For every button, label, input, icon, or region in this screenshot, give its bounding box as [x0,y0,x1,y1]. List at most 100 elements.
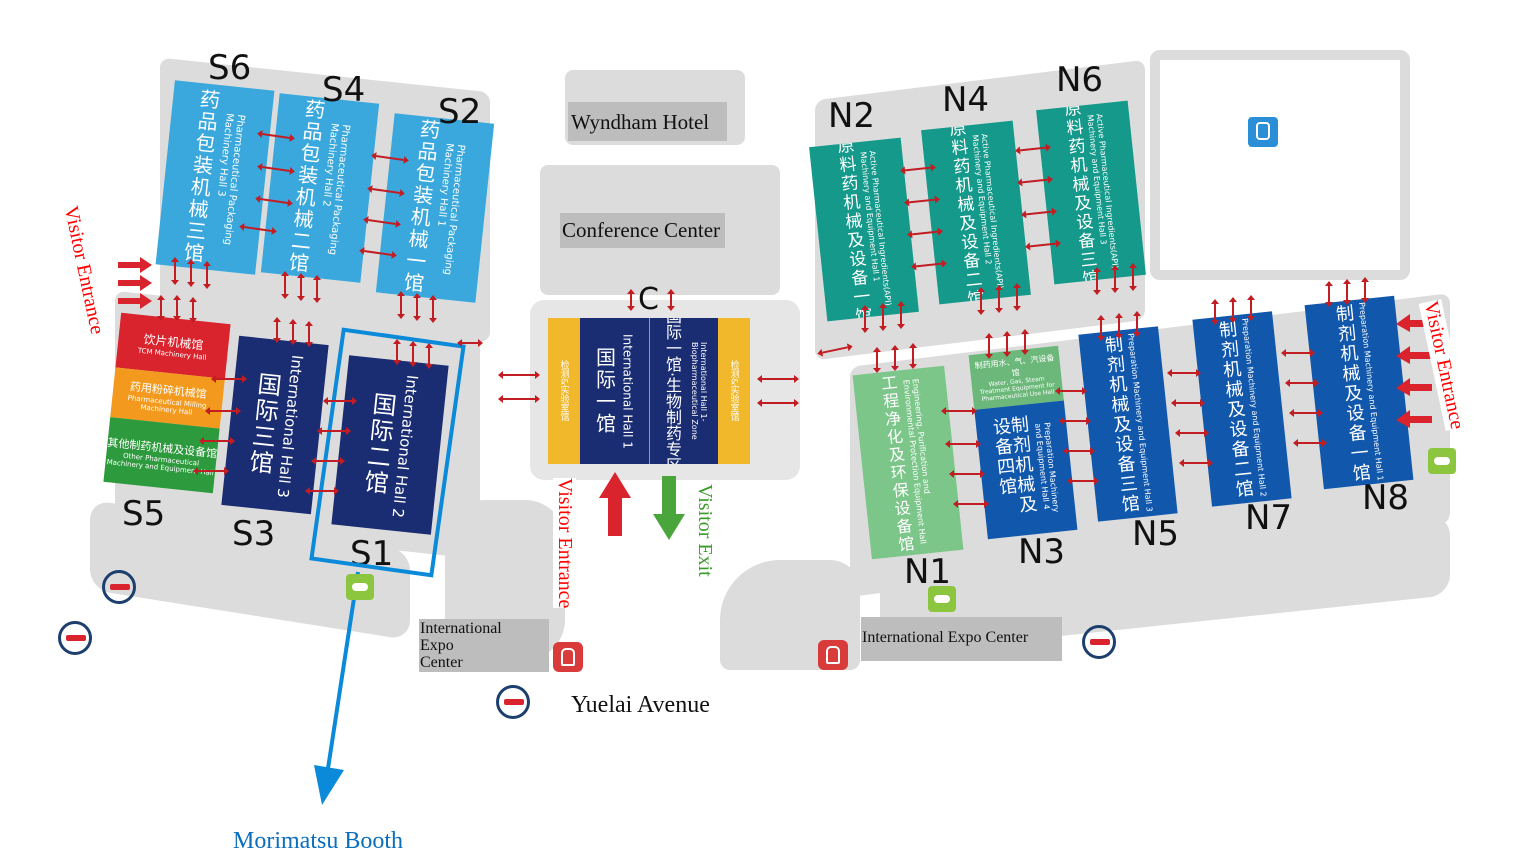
metro-logo-icon[interactable] [496,685,530,719]
corridor-arrow [397,291,405,319]
hall-n3-cn: 制剂机械及设备四馆 [989,414,1039,516]
visitor-entrance-left-arrows [118,257,152,309]
metro-logo-icon[interactable] [1082,625,1116,659]
corridor-arrow [289,319,297,345]
corridor-arrow [1129,263,1137,291]
metro-logo-icon[interactable] [58,621,92,655]
corridor-arrow [1063,447,1095,455]
corridor-arrow [1055,387,1087,395]
booth-callout-arrow [314,571,360,805]
corridor-arrow [1211,299,1219,325]
visitor-entrance-center-arrow [599,472,631,536]
hall-n5-label: N5 [1132,514,1180,554]
car-parking-icon[interactable] [928,586,956,612]
corridor-arrow [187,259,195,287]
corridor-arrow [1325,281,1333,307]
road-label: Yuelai Avenue [571,692,710,718]
hall-s5[interactable]: 饮片机械馆 TCM Machinery Hall 药用粉碎机械馆 Pharmac… [103,312,231,494]
hall-c-label: C [638,282,659,317]
train-station-icon[interactable] [553,642,583,672]
corridor-arrow [1059,417,1091,425]
corridor-arrow [995,285,1003,313]
hall-c-main[interactable]: International Hall 1 国际一馆 [580,318,650,464]
hall-n6[interactable]: Active Pharmaceutical Ingredients(API)Ma… [1036,100,1146,285]
hall-c-bio-zone[interactable]: International Hall 1-Biopharmaceutical Z… [650,318,718,464]
metro-station-left-line-1: International [420,620,502,637]
hall-n6-label: N6 [1056,60,1104,100]
metro-logo-icon[interactable] [102,570,136,604]
hall-s5-label: S5 [122,494,166,534]
visitor-exit-center-arrow [653,476,685,540]
hall-n1-label: N1 [904,552,952,592]
corridor-arrow [317,427,351,435]
corridor-arrow [861,305,869,333]
hall-n3-water-gas-steam[interactable]: 制药用水、气、汽设备馆 Water, Gas, Steam Treatment … [968,345,1064,410]
corridor-arrow [757,375,799,383]
hall-n2-label: N2 [828,96,876,136]
corridor-arrow [498,371,540,379]
corridor-arrow [1111,265,1119,293]
corridor-arrow [1281,349,1315,357]
corridor-arrow [1171,399,1205,407]
visitor-entrance-left-label: Visitor Entrance [59,204,109,337]
corridor-arrow [409,341,417,367]
corridor-arrow [941,407,977,415]
metro-station-left-line-3: Center [420,654,463,671]
corridor-arrow [1093,267,1101,295]
booth-callout-label[interactable]: Morimatsu Booth [233,828,404,854]
corridor-arrow [1175,429,1209,437]
hall-s5-other[interactable]: 其他制药机械及设备馆 Other Pharmaceutical Machiner… [103,417,220,494]
corridor-arrow [897,301,905,329]
hall-c[interactable]: 检测&实验室馆 International Hall 1 国际一馆 Intern… [548,318,750,464]
corridor-arrow [945,440,981,448]
corridor-arrow [323,397,357,405]
hall-c-left-strip[interactable]: 检测&实验室馆 [548,318,580,464]
north-parking-footprint [1150,50,1410,280]
corridor-arrow [1097,315,1105,341]
corridor-arrow [1247,295,1255,321]
corridor-arrow [273,317,281,343]
metro-station-left-label: International Expo Center [419,619,549,672]
corridor-arrow [297,273,305,301]
hall-n7-label: N7 [1245,498,1293,538]
hall-c-arrow-left [627,289,635,311]
hall-n3[interactable]: 制药用水、气、汽设备馆 Water, Gas, Steam Treatment … [968,345,1078,540]
hall-s3[interactable]: International Hall 3 国际三馆 [221,335,329,515]
corridor-arrow [909,343,917,369]
corridor-arrow [157,295,165,321]
visitor-exit-center-label: Visitor Exit [693,484,716,577]
hall-c-right-strip[interactable]: 检测&实验室馆 [718,318,750,464]
corridor-arrow [1013,283,1021,311]
corridor-arrow [193,467,229,475]
corridor-arrow [313,275,321,303]
corridor-arrow [1179,459,1213,467]
hall-n4-label: N4 [942,80,990,120]
train-station-icon[interactable] [818,640,848,670]
corridor-arrow [457,339,483,347]
car-parking-icon[interactable] [346,574,374,600]
hall-c-right-strip-cn: 检测&实验室馆 [728,360,739,422]
hall-s3-label: S3 [232,514,276,554]
corridor-arrow [977,287,985,315]
corridor-arrow [891,345,899,371]
hall-s6-label: S6 [208,48,252,88]
corridor-arrow [953,500,989,508]
visitor-entrance-center-label: Visitor Entrance [553,478,576,609]
corridor-arrow [1285,379,1319,387]
bus-station-icon[interactable] [1248,117,1278,147]
visitor-entrance-right-arrows [1396,314,1432,428]
corridor-arrow [1115,313,1123,339]
corridor-arrow [173,295,181,321]
corridor-arrow [199,437,235,445]
car-parking-icon[interactable] [1428,448,1456,474]
corridor-arrow [311,457,345,465]
corridor-arrow [1229,297,1237,323]
corridor-arrow [1133,311,1141,337]
corridor-arrow [429,295,437,323]
corridor-arrow [498,395,540,403]
hall-n2[interactable]: Active Pharmaceutical Ingredients(API)Ma… [809,137,919,322]
